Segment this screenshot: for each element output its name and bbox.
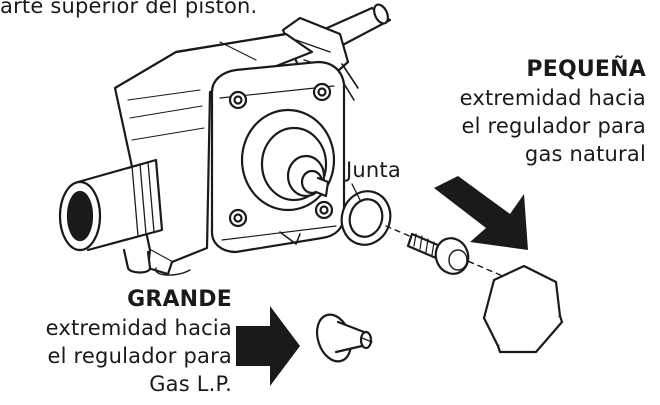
small-end-line: extremidad hacia	[459, 86, 646, 110]
large-end-title: GRANDE	[127, 287, 232, 312]
large-pin	[315, 313, 373, 363]
arrow-to-large-pin-icon	[236, 306, 300, 386]
large-end-line: extremidad hacia	[45, 316, 232, 340]
small-end-title: PEQUEÑA	[526, 57, 646, 82]
small-end-line: gas natural	[524, 142, 646, 166]
small-end-line: el regulador para	[461, 114, 646, 138]
arrow-to-small-pin-icon	[434, 176, 528, 250]
hex-cap	[482, 264, 564, 354]
gasket	[340, 183, 392, 246]
regulator-flange	[210, 60, 346, 254]
large-end-line: Gas L.P.	[149, 372, 232, 396]
regulator-body	[113, 32, 314, 276]
large-end-label-block: GRANDE extremidad hacia el regulador par…	[0, 286, 232, 398]
top-caption: arte superior del pistón.	[0, 0, 258, 18]
small-pin	[406, 232, 470, 275]
large-end-line: el regulador para	[47, 344, 232, 368]
inlet-pipe	[58, 158, 164, 274]
small-end-label-block: PEQUEÑA extremidad hacia el regulador pa…	[346, 56, 646, 168]
gasket-label: Junta	[346, 158, 401, 182]
